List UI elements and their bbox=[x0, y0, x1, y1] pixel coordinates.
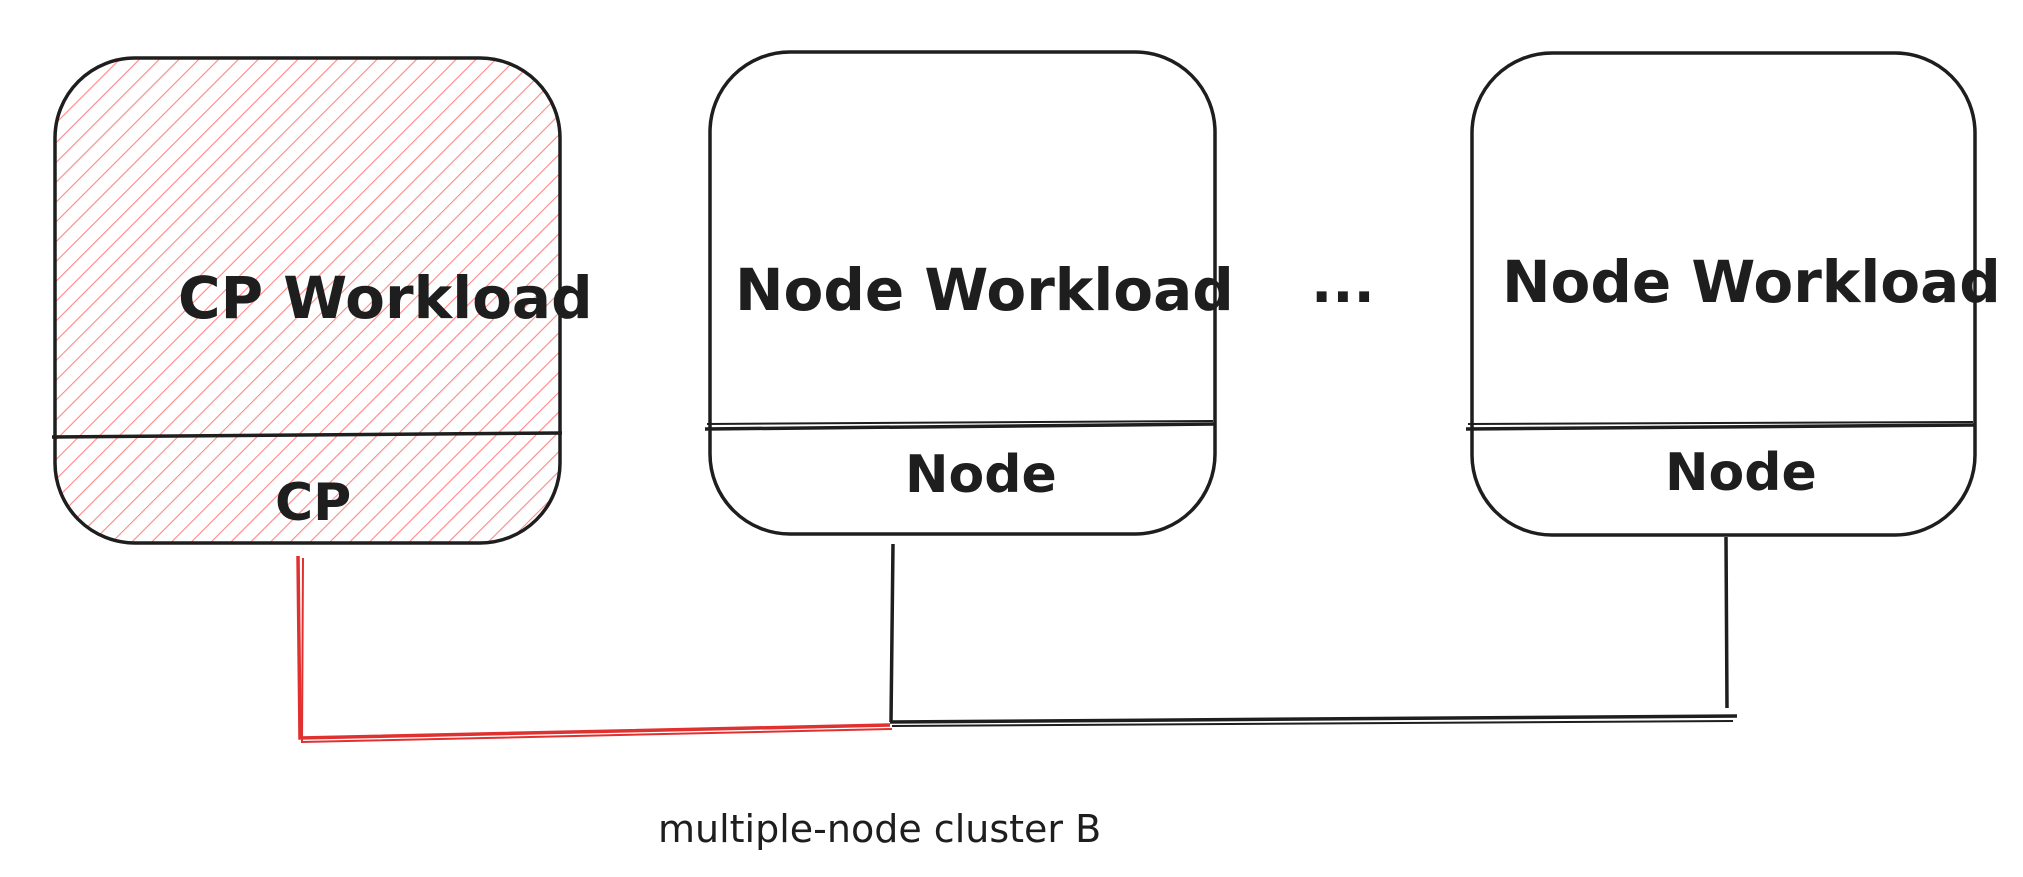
bus-line bbox=[889, 714, 1738, 724]
cp-box-divider bbox=[51, 431, 563, 439]
cp-box-hatch bbox=[55, 58, 560, 543]
node-1-label: Node bbox=[905, 445, 1057, 505]
node-box-2-outline bbox=[1470, 51, 1977, 537]
cp-label: CP bbox=[275, 473, 351, 533]
ellipsis-label: ... bbox=[1311, 251, 1375, 316]
cp-connection-line-sketch bbox=[300, 557, 893, 744]
node-box-1-divider bbox=[704, 422, 1216, 431]
cp-box-outline bbox=[53, 56, 562, 545]
node-1-connection-line bbox=[889, 543, 895, 723]
node-2-connection-line bbox=[1724, 536, 1729, 709]
node-box-2: Node Workload Node bbox=[1465, 51, 2001, 537]
node-2-workload-label: Node Workload bbox=[1502, 248, 2001, 316]
cp-box: CP Workload CP bbox=[51, 56, 593, 545]
node-box-1: Node Workload Node bbox=[704, 50, 1234, 536]
node-2-label: Node bbox=[1665, 443, 1817, 503]
node-1-workload-label: Node Workload bbox=[735, 256, 1234, 324]
cp-connection-line bbox=[296, 555, 891, 740]
node-box-1-divider-sketch bbox=[706, 420, 1214, 425]
node-box-2-divider-sketch bbox=[1467, 421, 1974, 425]
cluster-caption: multiple-node cluster B bbox=[658, 807, 1101, 851]
node-box-1-outline bbox=[708, 50, 1217, 536]
bus-line-sketch bbox=[891, 720, 1734, 727]
cp-connection bbox=[296, 555, 893, 744]
node-bus bbox=[889, 536, 1738, 727]
node-box-2-divider bbox=[1465, 423, 1976, 431]
cp-workload-label: CP Workload bbox=[178, 264, 593, 332]
